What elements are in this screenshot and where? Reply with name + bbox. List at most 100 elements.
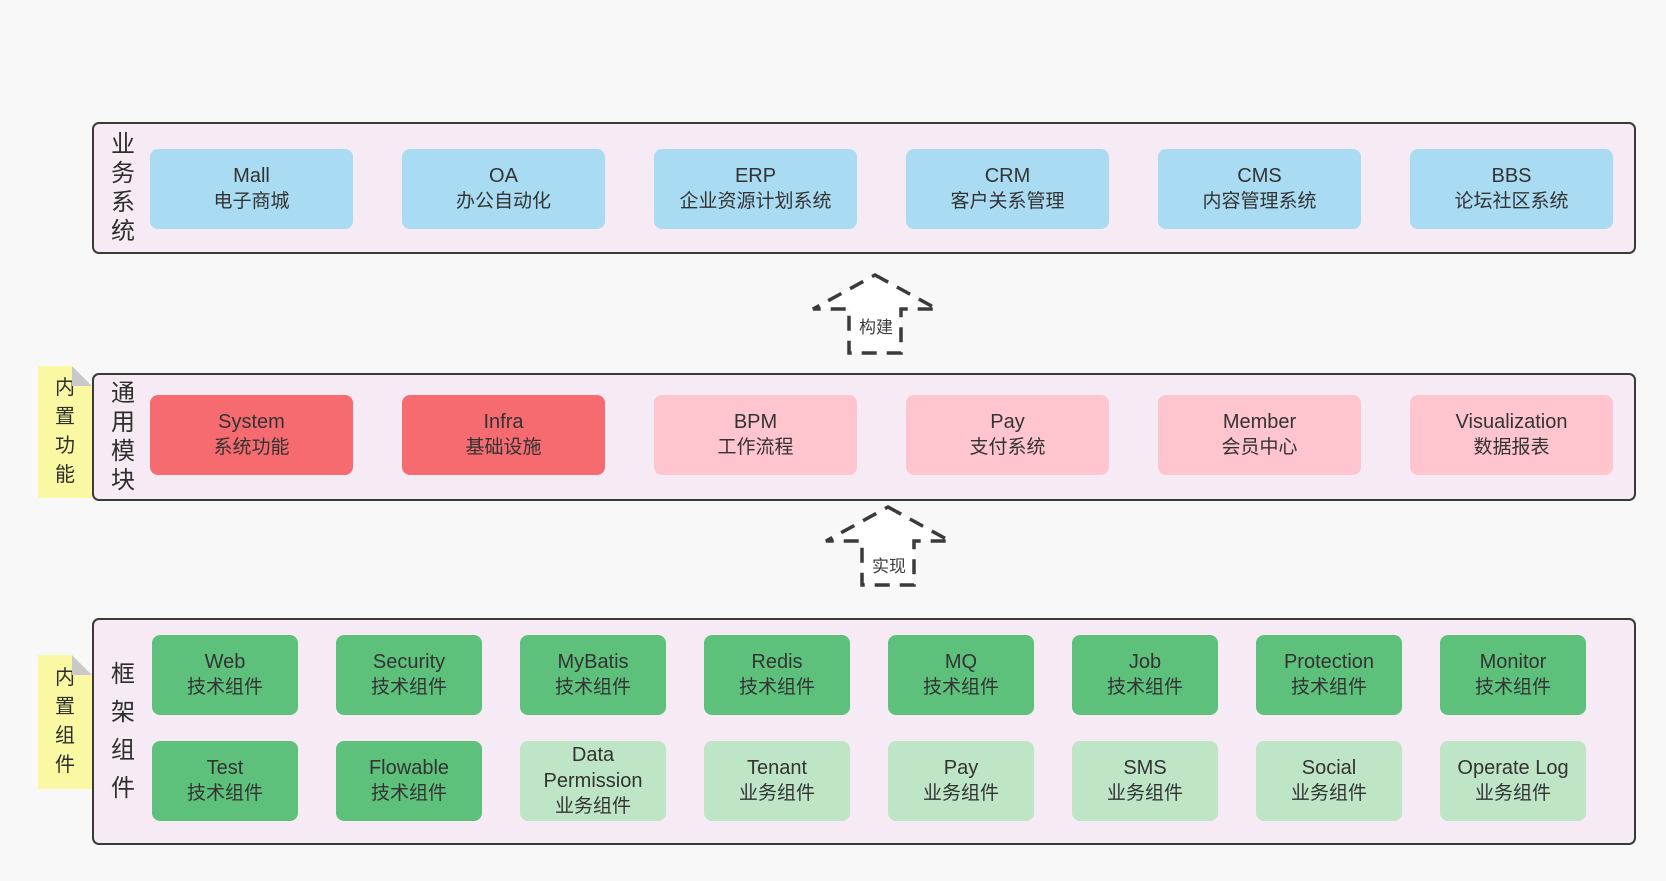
- box-title: Mall: [233, 165, 270, 187]
- box-title: MyBatis: [557, 651, 629, 673]
- box-redis: Redis 技术组件: [704, 635, 850, 715]
- box-title: Web: [204, 651, 246, 673]
- box-infra: Infra 基础设施: [402, 395, 605, 475]
- modules-box-row: System 系统功能 Infra 基础设施 BPM 工作流程 Pay 支付系统…: [150, 395, 1613, 475]
- box-title: MQ: [944, 651, 978, 673]
- tag-built-in-features-label: 内置功能: [55, 377, 75, 486]
- box-subtitle: 论坛社区系统: [1454, 191, 1569, 212]
- box-crm: CRM 客户关系管理: [906, 149, 1109, 229]
- box-subtitle: 技术组件: [922, 677, 999, 698]
- box-subtitle: 数据报表: [1473, 437, 1550, 458]
- box-subtitle: 业务组件: [738, 783, 815, 804]
- box-mybatis: MyBatis 技术组件: [520, 635, 666, 715]
- box-flowable: Flowable 技术组件: [336, 741, 482, 821]
- box-title: CRM: [984, 165, 1031, 187]
- box-protection: Protection 技术组件: [1256, 635, 1402, 715]
- implement-arrow-icon: [825, 505, 951, 587]
- implement-arrow-label: 实现: [867, 551, 911, 578]
- box-subtitle: 业务组件: [922, 783, 999, 804]
- box-erp: ERP 企业资源计划系统: [654, 149, 857, 229]
- box-social: Social 业务组件: [1256, 741, 1402, 821]
- box-subtitle: 办公自动化: [455, 191, 551, 212]
- box-subtitle: 基础设施: [465, 437, 542, 458]
- box-test: Test 技术组件: [152, 741, 298, 821]
- tag-built-in-features: 内置功能: [38, 366, 92, 498]
- section-common-modules: 通用模块 System 系统功能 Infra 基础设施 BPM 工作流程 Pay…: [92, 373, 1636, 501]
- box-title: CMS: [1237, 165, 1282, 187]
- box-subtitle: 会员中心: [1221, 437, 1298, 458]
- box-member: Member 会员中心: [1158, 395, 1361, 475]
- build-arrow-label: 构建: [854, 312, 898, 339]
- box-title: BBS: [1491, 165, 1532, 187]
- box-cms: CMS 内容管理系统: [1158, 149, 1361, 229]
- box-title: Social: [1301, 757, 1357, 779]
- box-title: BPM: [733, 411, 778, 433]
- box-title: Security: [372, 651, 446, 673]
- box-title: System: [218, 411, 285, 433]
- box-title: Test: [206, 757, 244, 779]
- box-title: Protection: [1283, 651, 1375, 673]
- box-title: Infra: [483, 411, 524, 433]
- box-pay-component: Pay 业务组件: [888, 741, 1034, 821]
- box-subtitle: 工作流程: [717, 437, 794, 458]
- box-bpm: BPM 工作流程: [654, 395, 857, 475]
- box-title: Pay: [990, 411, 1025, 433]
- box-subtitle: 业务组件: [554, 796, 631, 817]
- section-label-framework: 框架组件: [111, 660, 135, 802]
- tag-built-in-components: 内置组件: [38, 655, 92, 789]
- box-system: System 系统功能: [150, 395, 353, 475]
- box-title: Pay: [943, 757, 979, 779]
- section-label-modules: 通用模块: [111, 380, 135, 494]
- business-box-row: Mall 电子商城 OA 办公自动化 ERP 企业资源计划系统 CRM 客户关系…: [150, 149, 1613, 229]
- box-title: SMS: [1123, 757, 1167, 779]
- box-bbs: BBS 论坛社区系统: [1410, 149, 1613, 229]
- box-subtitle: 技术组件: [370, 783, 447, 804]
- box-sms: SMS 业务组件: [1072, 741, 1218, 821]
- box-subtitle: 技术组件: [1474, 677, 1551, 698]
- box-pay-module: Pay 支付系统: [906, 395, 1109, 475]
- box-job: Job 技术组件: [1072, 635, 1218, 715]
- box-web: Web 技术组件: [152, 635, 298, 715]
- box-subtitle: 技术组件: [1106, 677, 1183, 698]
- box-operate-log: Operate Log 业务组件: [1440, 741, 1586, 821]
- box-title: Job: [1128, 651, 1162, 673]
- framework-box-row-1: Web 技术组件 Security 技术组件 MyBatis 技术组件 Redi…: [152, 635, 1586, 715]
- section-label-business: 业务系统: [111, 131, 135, 245]
- box-mq: MQ 技术组件: [888, 635, 1034, 715]
- section-framework-components: 框架组件 Web 技术组件 Security 技术组件 MyBatis 技术组件…: [92, 618, 1636, 845]
- box-security: Security 技术组件: [336, 635, 482, 715]
- tag-built-in-components-label: 内置组件: [55, 667, 75, 776]
- box-subtitle: 业务组件: [1474, 783, 1551, 804]
- box-subtitle: 业务组件: [1290, 783, 1367, 804]
- box-title: Monitor: [1479, 651, 1547, 673]
- box-subtitle: 系统功能: [213, 437, 290, 458]
- box-subtitle: 企业资源计划系统: [679, 191, 832, 212]
- section-business-systems: 业务系统 Mall 电子商城 OA 办公自动化 ERP 企业资源计划系统 CRM…: [92, 122, 1636, 254]
- box-title: Member: [1222, 411, 1297, 433]
- box-subtitle: 技术组件: [554, 677, 631, 698]
- box-monitor: Monitor 技术组件: [1440, 635, 1586, 715]
- box-title: Tenant: [746, 757, 808, 779]
- box-subtitle: 支付系统: [969, 437, 1046, 458]
- box-subtitle: 技术组件: [186, 783, 263, 804]
- box-subtitle: 技术组件: [370, 677, 447, 698]
- box-title: Visualization: [1455, 411, 1568, 433]
- folded-corner-icon: [72, 366, 92, 386]
- box-tenant: Tenant 业务组件: [704, 741, 850, 821]
- box-subtitle: 技术组件: [186, 677, 263, 698]
- box-subtitle: 内容管理系统: [1202, 191, 1317, 212]
- up-arrow-shape: [825, 505, 951, 587]
- box-visualization: Visualization 数据报表: [1410, 395, 1613, 475]
- folded-corner-icon: [72, 655, 92, 675]
- box-title: OA: [489, 165, 518, 187]
- box-data-permission: Data Permission 业务组件: [520, 741, 666, 821]
- box-subtitle: 技术组件: [1290, 677, 1367, 698]
- box-title: Data Permission: [543, 744, 643, 792]
- box-title: ERP: [734, 165, 777, 187]
- box-title: Operate Log: [1457, 757, 1569, 779]
- framework-box-row-2: Test 技术组件 Flowable 技术组件 Data Permission …: [152, 741, 1586, 821]
- box-subtitle: 技术组件: [738, 677, 815, 698]
- box-mall: Mall 电子商城: [150, 149, 353, 229]
- box-title: Flowable: [368, 757, 450, 779]
